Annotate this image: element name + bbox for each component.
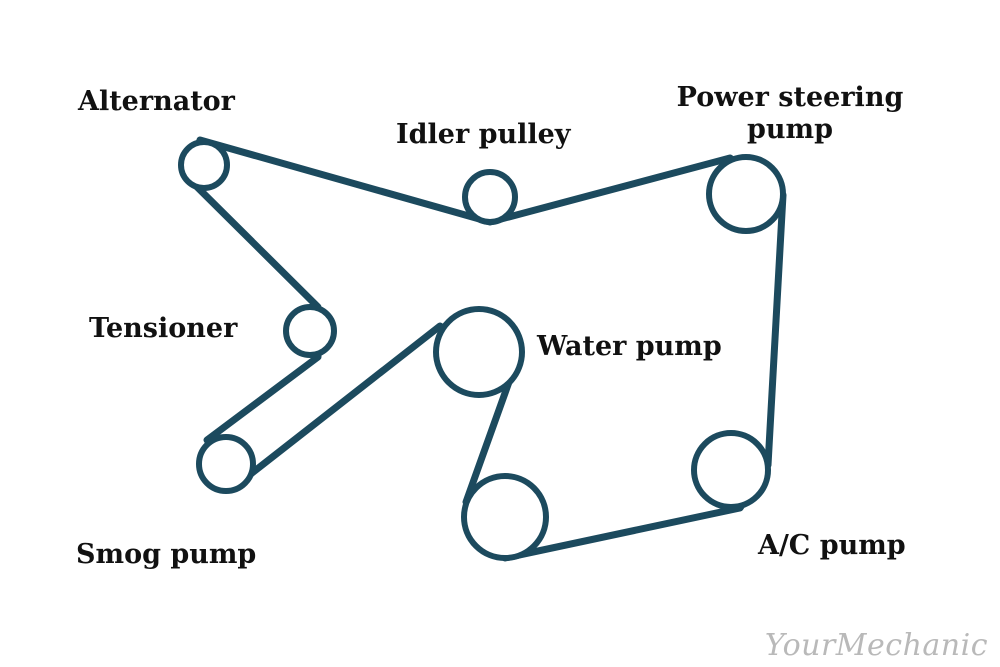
smog-pump-label: Smog pump bbox=[76, 539, 257, 570]
water-pump-label: Water pump bbox=[537, 331, 722, 362]
alternator-label: Alternator bbox=[78, 86, 235, 117]
yourmechanic-watermark: YourMechanic bbox=[764, 628, 988, 663]
ac-pump-pulley bbox=[691, 430, 771, 510]
crankshaft-pulley bbox=[461, 473, 549, 561]
tensioner-label: Tensioner bbox=[89, 313, 238, 344]
idler-pulley bbox=[462, 169, 518, 225]
tensioner-pulley bbox=[283, 304, 337, 358]
smog-pump-pulley bbox=[196, 434, 256, 494]
idler-pulley-label: Idler pulley bbox=[396, 119, 571, 150]
water-pump-pulley bbox=[433, 306, 525, 398]
alternator-pulley bbox=[178, 139, 230, 191]
ac-pump-label: A/C pump bbox=[758, 530, 906, 561]
power-steering-pulley bbox=[706, 154, 786, 234]
power-steering-pump-label: Power steering pump bbox=[676, 82, 904, 145]
